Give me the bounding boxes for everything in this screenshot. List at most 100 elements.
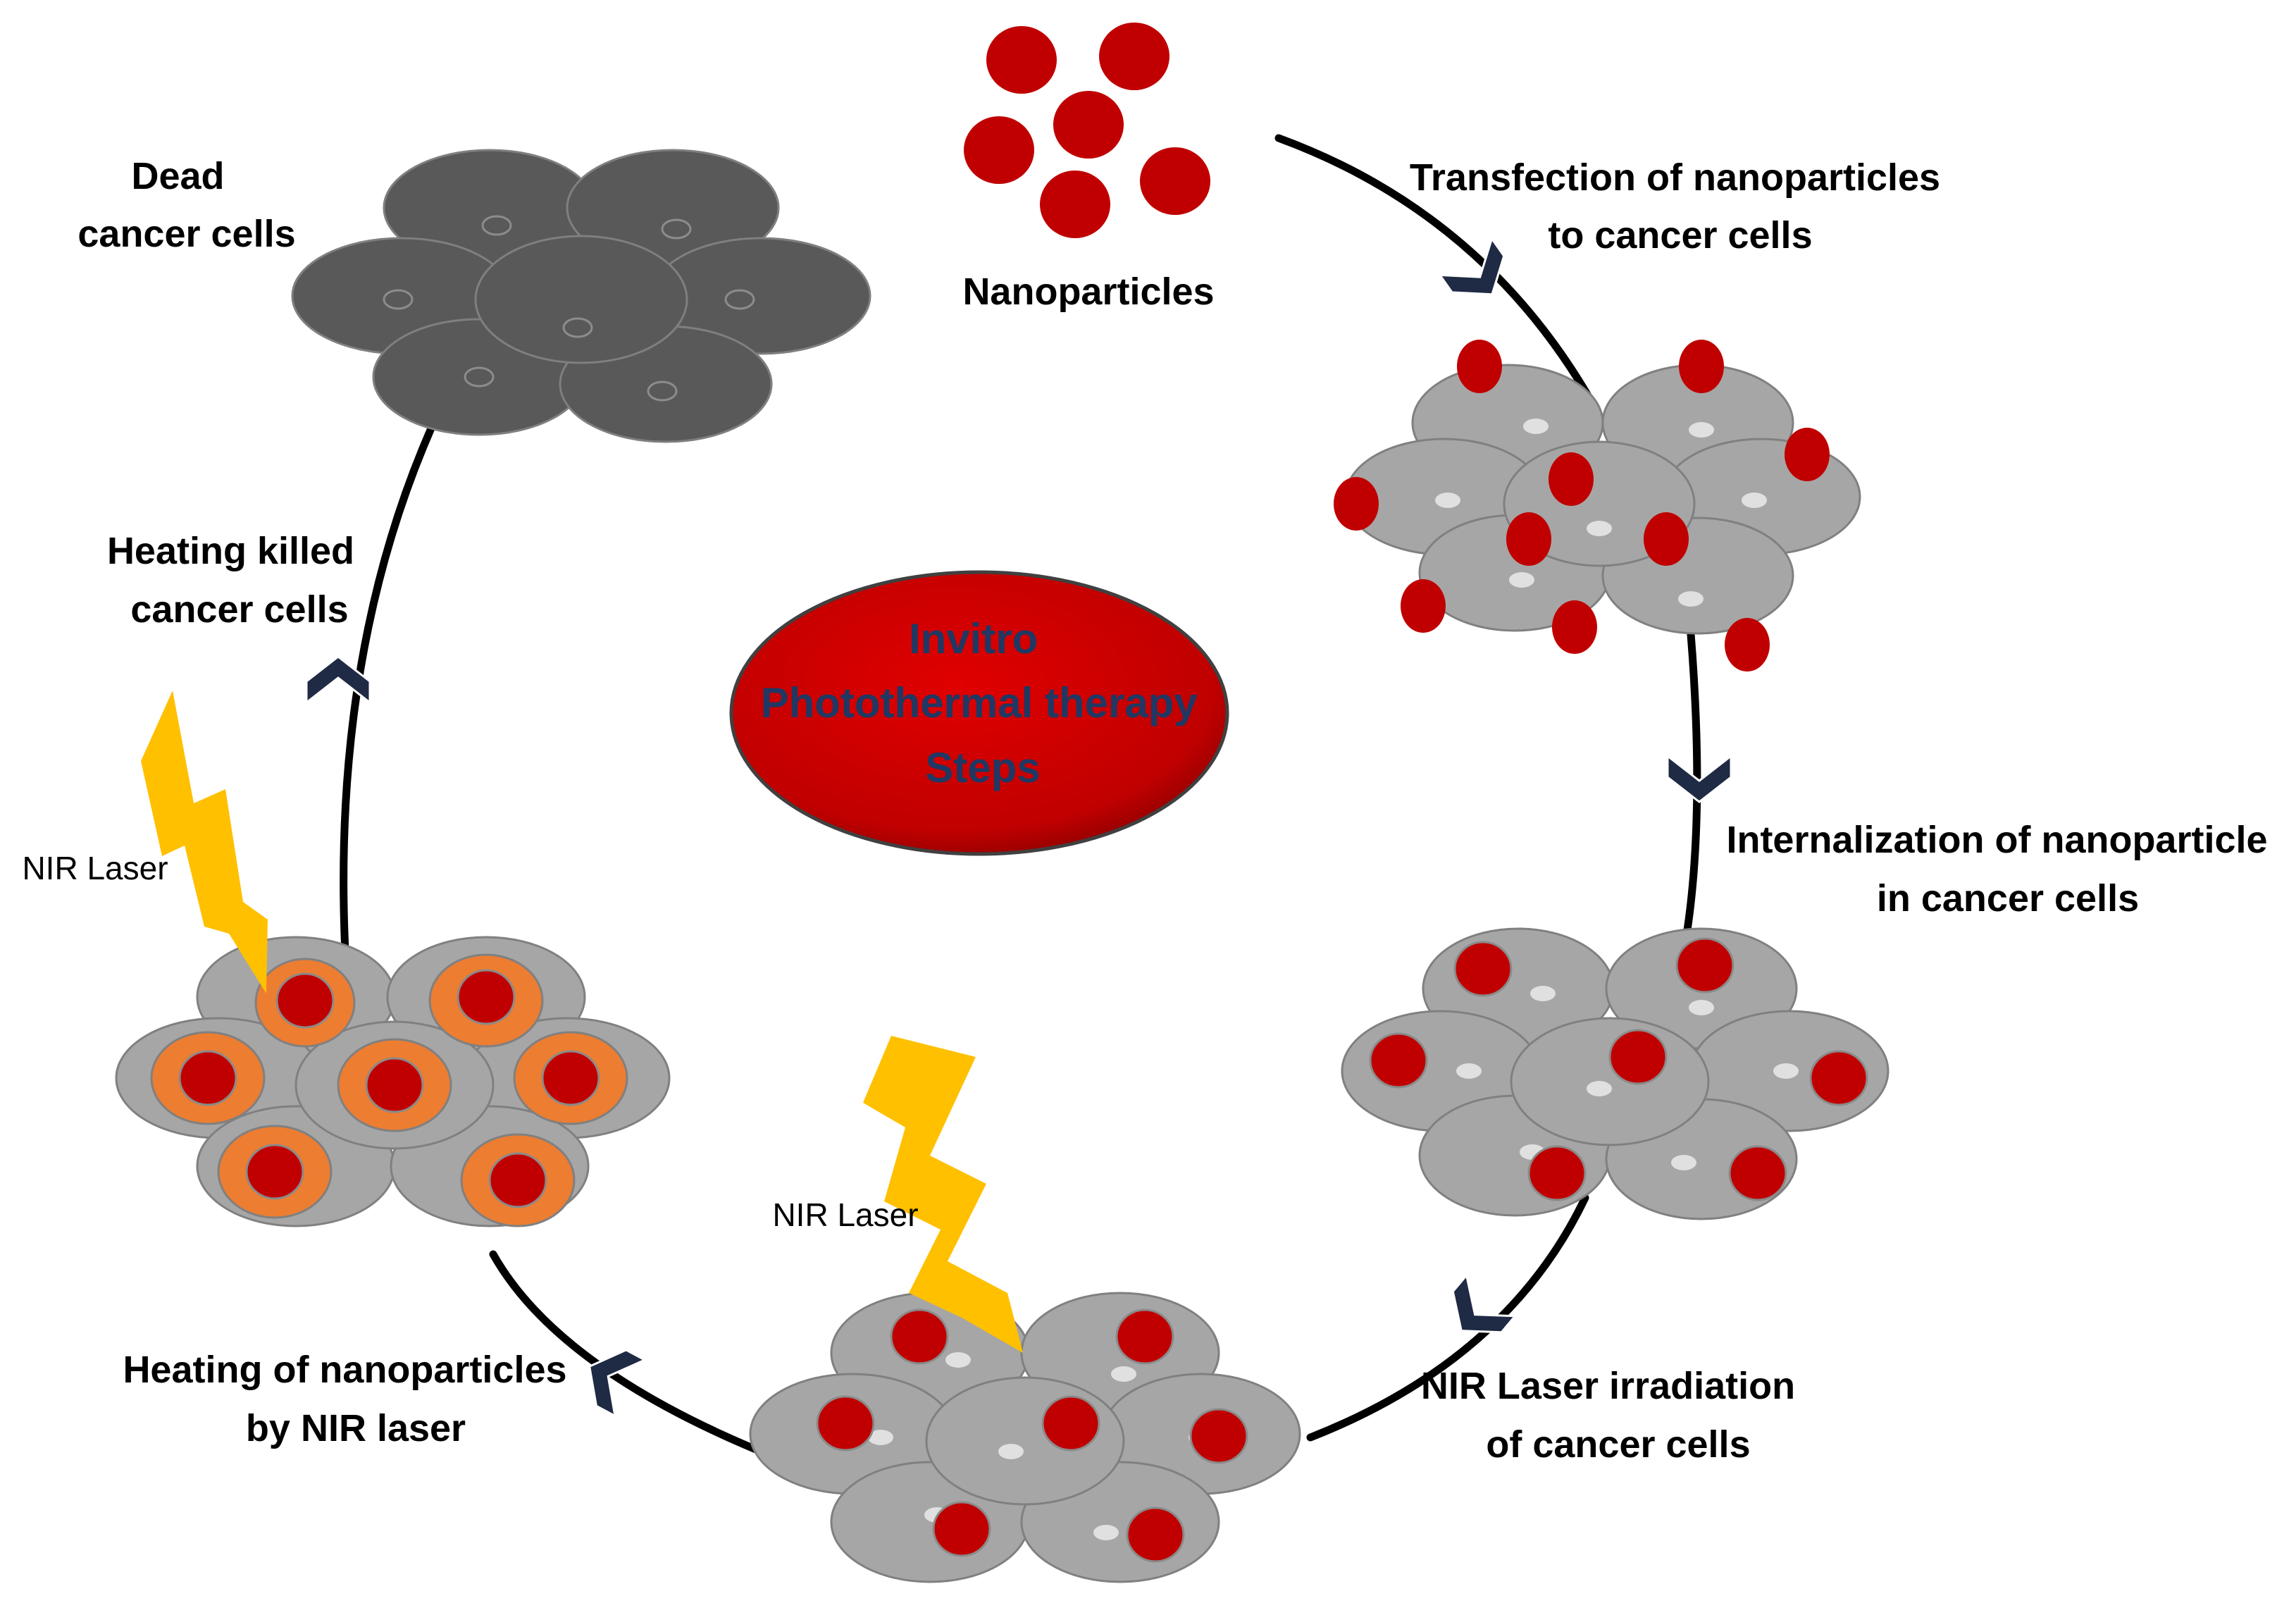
cancer-cell — [1510, 1017, 1710, 1146]
dead-cell-nucleus — [661, 218, 692, 240]
nanoparticle — [1334, 477, 1379, 531]
label-irradiation-line-2: of cancer cells — [1486, 1423, 1750, 1466]
nanoparticle — [275, 972, 335, 1029]
label-laser-left: NIR Laser — [22, 850, 168, 886]
nanoparticle — [890, 1308, 949, 1365]
nanoparticle — [1552, 600, 1597, 654]
nanoparticle — [365, 1057, 424, 1113]
nanoparticle — [1675, 937, 1735, 994]
chevron-down-icon — [1666, 753, 1732, 803]
cancer-cell — [925, 1376, 1125, 1506]
dead-cell-nucleus — [562, 317, 593, 338]
label-killed-line-2: cancer cells — [130, 588, 348, 631]
dead-cells-cluster — [291, 149, 871, 443]
cell-nucleus — [1509, 572, 1534, 588]
nanoparticle — [1506, 512, 1551, 566]
label-killed-line-1: Heating killed — [107, 530, 354, 572]
chevron-left-icon — [588, 1349, 647, 1418]
nanoparticle — [1549, 452, 1594, 506]
title-line-1: Invitro — [909, 615, 1038, 662]
nanoparticle — [1099, 23, 1169, 90]
nanoparticle — [1679, 340, 1724, 393]
cell-nucleus — [1742, 493, 1767, 508]
nanoparticles-free — [964, 23, 1210, 238]
nanoparticle — [1785, 428, 1830, 481]
nanoparticle — [932, 1501, 991, 1557]
nanoparticle — [1527, 1145, 1587, 1201]
nanoparticle — [245, 1144, 304, 1200]
cell-nucleus — [1587, 1081, 1612, 1096]
label-heating-line-2: by NIR laser — [246, 1407, 466, 1449]
nanoparticle — [1041, 1395, 1100, 1452]
nanoparticle — [541, 1050, 600, 1106]
dead-cell-nucleus — [647, 380, 678, 402]
irradiated-cells-cluster — [749, 1292, 1301, 1583]
cell-nucleus — [868, 1430, 893, 1445]
arc-internalized-to-irradiated — [1306, 1194, 1589, 1442]
nanoparticle — [1401, 579, 1446, 633]
label-transfection: Transfection of nanoparticles to cancer … — [1410, 156, 1951, 256]
label-killed: Heating killed cancer cells — [107, 530, 365, 631]
title-ellipse — [729, 570, 1229, 856]
nanoparticle — [457, 969, 516, 1025]
nanoparticle — [816, 1395, 875, 1452]
dead-cell-nucleus — [383, 289, 414, 310]
cell-nucleus — [1530, 986, 1556, 1001]
nanoparticle — [1453, 941, 1513, 997]
nanoparticle — [1725, 618, 1770, 672]
cell-nucleus — [1435, 493, 1460, 508]
label-transfection-line-1: Transfection of nanoparticles — [1410, 156, 1940, 199]
dead-cell — [474, 235, 688, 364]
label-laser-bottom: NIR Laser — [772, 1196, 918, 1233]
label-internalization: Internalization of nanoparticle in cance… — [1726, 819, 2278, 920]
cell-nucleus — [1689, 422, 1714, 438]
cell-nucleus — [1523, 419, 1549, 434]
label-dead: Dead cancer cells — [77, 155, 295, 255]
heated-cells-cluster — [115, 936, 671, 1227]
nanoparticle — [1140, 147, 1210, 215]
cell-nucleus — [1689, 1000, 1714, 1015]
nanoparticle — [964, 116, 1034, 184]
arc-irradiated-to-heated — [489, 1250, 765, 1456]
lightning-bolt-icon — [863, 1036, 1023, 1353]
transfected-cells-cluster — [1334, 340, 1861, 672]
label-dead-line-1: Dead — [131, 155, 224, 197]
title-line-3: Steps — [925, 744, 1040, 791]
title-line-2: Photothermal therapy — [761, 679, 1198, 726]
label-nanoparticles: Nanoparticles — [962, 271, 1214, 313]
nanoparticle — [1457, 340, 1502, 393]
label-heating: Heating of nanoparticles by NIR laser — [123, 1349, 577, 1449]
dead-cell-nucleus — [481, 215, 512, 236]
nanoparticle — [1053, 91, 1124, 159]
cell-nucleus — [1093, 1525, 1119, 1540]
cell-nucleus — [1456, 1063, 1482, 1079]
nanoparticle — [178, 1050, 237, 1106]
nanoparticle — [1809, 1050, 1868, 1106]
cell-nucleus — [998, 1444, 1024, 1459]
lightning-bolt-icon — [141, 691, 268, 994]
label-heating-line-1: Heating of nanoparticles — [123, 1349, 566, 1391]
nanoparticle — [1040, 171, 1110, 238]
nanoparticle — [1126, 1506, 1185, 1563]
nanoparticle — [1115, 1308, 1174, 1365]
nanoparticle — [986, 26, 1057, 94]
nanoparticle — [488, 1152, 547, 1208]
chevron-down-icon — [1437, 236, 1506, 296]
label-transfection-line-2: to cancer cells — [1548, 214, 1812, 256]
label-internalization-line-2: in cancer cells — [1877, 877, 2139, 920]
arc-heated-to-dead — [340, 412, 441, 955]
chevron-up-icon — [305, 655, 371, 705]
internalized-cells-cluster — [1341, 927, 1889, 1220]
nanoparticle — [1189, 1408, 1248, 1464]
cell-nucleus — [1773, 1063, 1799, 1079]
svg-text:Invitro Photothermal the: Invitro Photothermal therapy Steps — [761, 615, 1210, 791]
label-irradiation-line-1: NIR Laser irradiation — [1421, 1365, 1795, 1407]
cell-nucleus — [1111, 1366, 1136, 1382]
dead-cell-nucleus — [724, 289, 755, 310]
cell-nucleus — [945, 1352, 971, 1368]
nanoparticle — [1728, 1145, 1787, 1201]
chevron-down-icon — [1451, 1273, 1518, 1334]
nanoparticle — [1644, 512, 1689, 566]
